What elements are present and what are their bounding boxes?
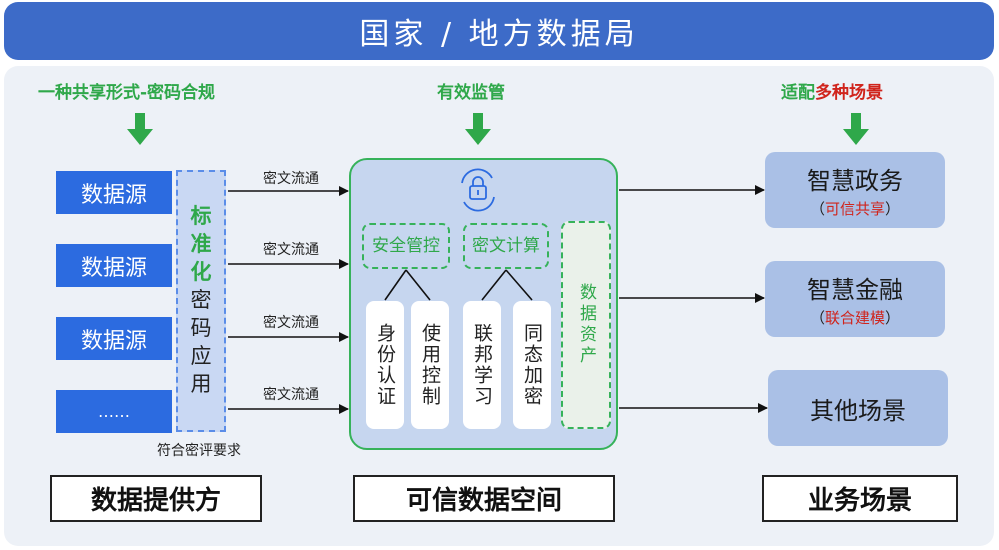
scene-subtitle: （可信共享） [809,200,901,218]
footer-trusted-data-space: 可信数据空间 [353,475,615,522]
card-text: 身份认证 [374,323,396,407]
scene-subtitle-text: 联合建模 [824,309,885,327]
standard-char: 码 [190,316,212,340]
right-heading: 适配多种场景 [781,78,883,103]
standard-char: 应 [190,344,212,368]
federated-learning-card: 联邦学习 [463,301,501,429]
page-title: 国家 / 地方数据局 [359,17,639,52]
data-assets-box: 数据资产 [561,221,611,429]
footer-data-provider: 数据提供方 [50,475,262,522]
tree-connector [481,269,533,301]
standardized-crypto-app-box: 标 准 化 密 码 应 用 [176,170,226,432]
middle-heading: 有效监管 [437,83,505,103]
flow-label-3: 密文流通 [263,315,319,331]
standard-char: 化 [190,260,212,284]
security-control-box: 安全管控 [362,223,450,269]
homomorphic-encryption-card: 同态加密 [513,301,551,429]
scene-title: 智慧政务 [807,167,903,195]
scene-title: 其他场景 [810,396,906,425]
right-heading-highlight: 多种场景 [815,83,883,103]
card-text: 同态加密 [521,323,543,407]
usage-control-card: 使用控制 [411,301,449,429]
flow-label-1: 密文流通 [263,171,319,187]
standard-char: 标 [190,204,212,228]
scene-subtitle: （联合建模） [809,309,901,327]
flow-label-4: 密文流通 [263,387,319,403]
compliance-note: 符合密评要求 [157,443,241,459]
page-title-banner: 国家 / 地方数据局 [4,2,994,60]
lock-cycle-icon [461,168,495,212]
right-heading-prefix: 适配 [781,83,815,103]
data-source-more: …… [56,390,172,433]
down-arrow-icon [465,113,491,145]
left-heading: 一种共享形式-密码合规 [38,83,216,103]
scene-title: 智慧金融 [807,276,903,304]
scene-smart-finance: 智慧金融 （联合建模） [765,261,945,337]
scene-other: 其他场景 [768,370,948,446]
identity-auth-card: 身份认证 [366,301,404,429]
card-text: 联邦学习 [471,323,493,407]
scene-smart-government: 智慧政务 （可信共享） [765,152,945,228]
standard-char: 用 [190,372,212,396]
tree-connector [384,269,431,301]
data-source-2: 数据源 [56,244,172,287]
flow-label-2: 密文流通 [263,242,319,258]
card-text: 使用控制 [419,323,441,407]
data-source-3: 数据源 [56,317,172,360]
standard-char: 准 [190,232,212,256]
data-source-1: 数据源 [56,171,172,214]
down-arrow-icon [127,113,153,145]
down-arrow-icon [843,113,869,145]
cipher-compute-box: 密文计算 [463,223,549,269]
standard-char: 密 [190,288,212,312]
footer-business-scenes: 业务场景 [762,475,958,522]
scene-subtitle-text: 可信共享 [824,200,885,218]
